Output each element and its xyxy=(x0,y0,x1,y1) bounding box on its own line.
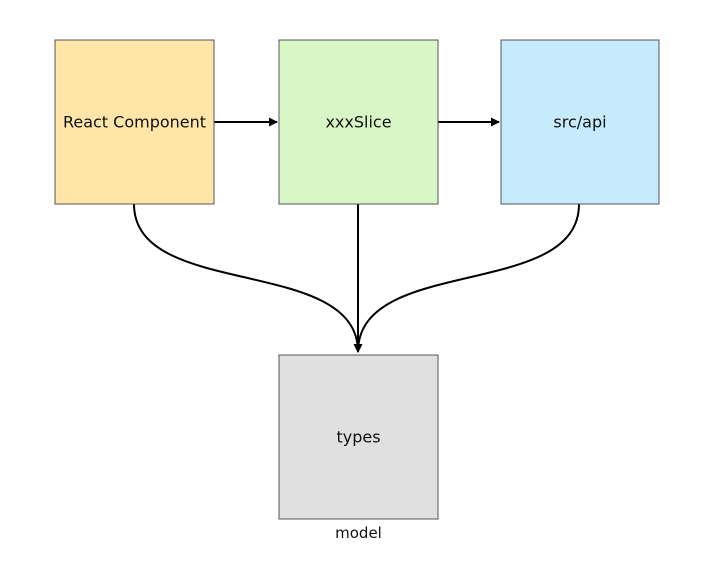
node-react-component-box xyxy=(54,39,215,205)
node-api-box xyxy=(500,39,660,205)
node-react-component-label: React Component xyxy=(63,113,206,132)
node-slice-label: xxxSlice xyxy=(325,113,391,132)
caption-model: model xyxy=(335,524,382,542)
node-slice-box xyxy=(278,39,439,205)
node-api: src/api xyxy=(500,39,660,205)
node-react-component: React Component xyxy=(54,39,215,205)
node-types-box xyxy=(278,354,439,520)
edges xyxy=(133,117,580,353)
node-types-label: types xyxy=(336,428,380,447)
node-api-label: src/api xyxy=(553,113,606,132)
edge-api-to-types xyxy=(353,203,580,353)
edge-react-to-types xyxy=(133,203,363,353)
node-types: types xyxy=(278,354,439,520)
node-slice: xxxSlice xyxy=(278,39,439,205)
